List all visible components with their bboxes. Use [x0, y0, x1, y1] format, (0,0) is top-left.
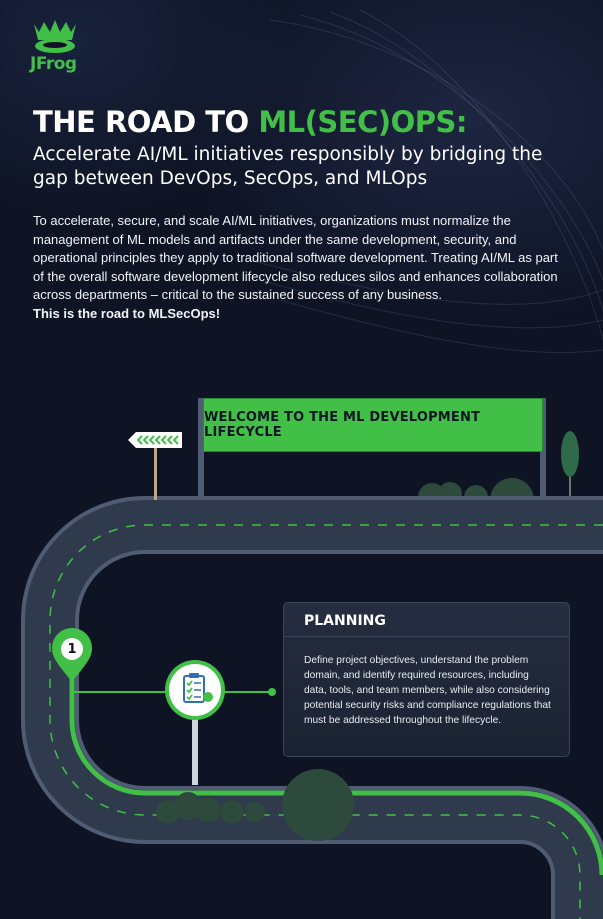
icon-post: [192, 705, 198, 785]
logo-text: JFrog: [30, 54, 77, 74]
step-title: PLANNING: [304, 613, 386, 629]
step-card-planning: PLANNING Define project objectives, unde…: [283, 602, 570, 757]
intro-paragraph: To accelerate, secure, and scale AI/ML i…: [33, 212, 568, 324]
step-number: 1: [61, 638, 83, 660]
welcome-banner-label: WELCOME TO THE ML DEVELOPMENT LIFECYCLE: [204, 410, 481, 440]
decorative-wave-lines: [249, 9, 603, 354]
page-title: THE ROAD TO ML(SEC)OPS:: [33, 104, 468, 140]
step-description: Define project objectives, understand th…: [304, 655, 551, 726]
card-divider: [284, 636, 569, 637]
bush-group-bottom: [156, 769, 354, 841]
title-prefix: THE ROAD TO: [33, 105, 259, 139]
banner-post-left: [198, 398, 204, 498]
welcome-banner: WELCOME TO THE ML DEVELOPMENT LIFECYCLE: [203, 398, 543, 452]
page-subtitle: Accelerate AI/ML initiatives responsibly…: [33, 144, 543, 189]
step-connector-dot: [268, 688, 276, 696]
tree: [561, 431, 579, 498]
checklist-icon: [165, 660, 225, 720]
jfrog-logo-icon: [34, 20, 76, 53]
intro-text: To accelerate, secure, and scale AI/ML i…: [33, 213, 558, 303]
direction-sign: [128, 432, 182, 500]
intro-emphasis: This is the road to MLSecOps!: [33, 305, 221, 321]
road-center-line: [49, 524, 603, 919]
banner-post-right: [540, 398, 546, 498]
title-accent: ML(SEC)OPS:: [258, 105, 468, 139]
